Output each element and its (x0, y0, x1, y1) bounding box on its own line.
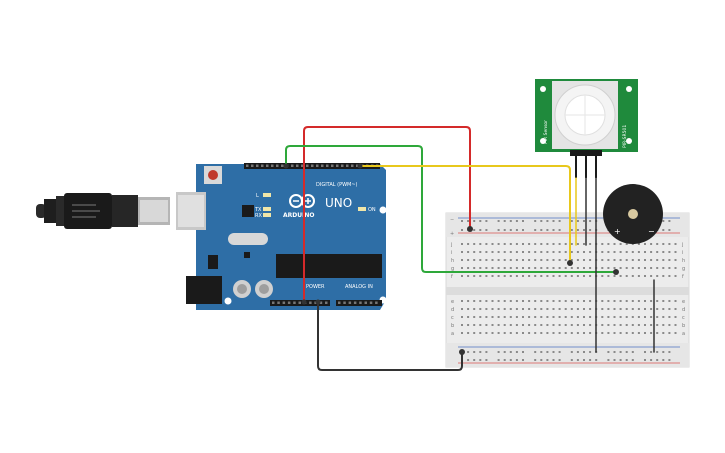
row-letter: d (682, 307, 685, 313)
atmega-chip (276, 254, 382, 278)
row-letter: f (682, 274, 684, 280)
wire-black[interactable] (317, 301, 463, 371)
center-channel (446, 287, 689, 295)
led-on-label: ON (368, 207, 376, 213)
arduino-uno-board[interactable]: L TX RX ON ARDUINO UNO DIGITAL (PWM~) PO… (176, 163, 387, 310)
led-l (263, 193, 271, 197)
row-letter: e (682, 299, 685, 305)
rail-plus-label: + (450, 231, 454, 237)
usb-cable[interactable] (36, 193, 170, 229)
row-letter: h (451, 258, 454, 264)
arduino-brand: ARDUINO (283, 212, 314, 219)
rail-minus-label: − (450, 217, 454, 223)
mount-hole (224, 297, 232, 305)
wire-red[interactable] (303, 126, 471, 303)
row-letter: d (451, 307, 454, 313)
pir-sensor[interactable]: PIR Sensor PIR-SR501 (535, 79, 638, 178)
row-letter: f (451, 274, 453, 280)
row-letter: g (682, 266, 685, 272)
wire-green[interactable] (285, 145, 617, 273)
breadboard-holes (461, 220, 677, 361)
led-rx (263, 213, 271, 217)
pir-header (570, 150, 602, 156)
row-letter: a (682, 331, 685, 337)
analog-label: ANALOG IN (345, 284, 373, 290)
wires (283, 126, 655, 371)
led-l-label: L (256, 193, 259, 199)
row-letter: c (451, 315, 454, 321)
row-letter: h (682, 258, 685, 264)
pir-left-text: PIR Sensor (543, 120, 549, 144)
led-tx-label: TX (254, 207, 262, 213)
row-letter: j (681, 242, 683, 248)
led-rx-label: RX (255, 213, 262, 219)
piezo-buzzer[interactable]: + − (603, 184, 663, 244)
pir-right-text: PIR-SR501 (622, 125, 628, 148)
row-letter: a (451, 331, 454, 337)
led-tx (263, 207, 271, 211)
row-letter: g (451, 266, 454, 272)
crystal (228, 233, 268, 245)
row-letter: b (451, 323, 454, 329)
buzzer-plus: + (614, 227, 621, 236)
buzzer-minus: − (648, 227, 655, 236)
analog-header[interactable] (336, 300, 382, 306)
mount-hole (379, 206, 387, 214)
row-letter: e (451, 299, 454, 305)
power-header-pins (272, 301, 378, 304)
arduino-model: UNO (325, 196, 352, 210)
row-letter: i (451, 250, 452, 256)
row-letter: i (682, 250, 683, 256)
row-letter: b (682, 323, 685, 329)
power-jack (186, 276, 222, 304)
power-label: POWER (306, 284, 325, 290)
wire-yellow[interactable] (359, 165, 571, 264)
digital-label: DIGITAL (PWM~) (316, 182, 358, 188)
chip-small (242, 205, 254, 217)
led-on (358, 207, 366, 211)
row-letter: j (450, 242, 452, 248)
voltage-regulator (208, 255, 218, 269)
arduino-logo (289, 194, 315, 208)
row-letter: c (682, 315, 685, 321)
